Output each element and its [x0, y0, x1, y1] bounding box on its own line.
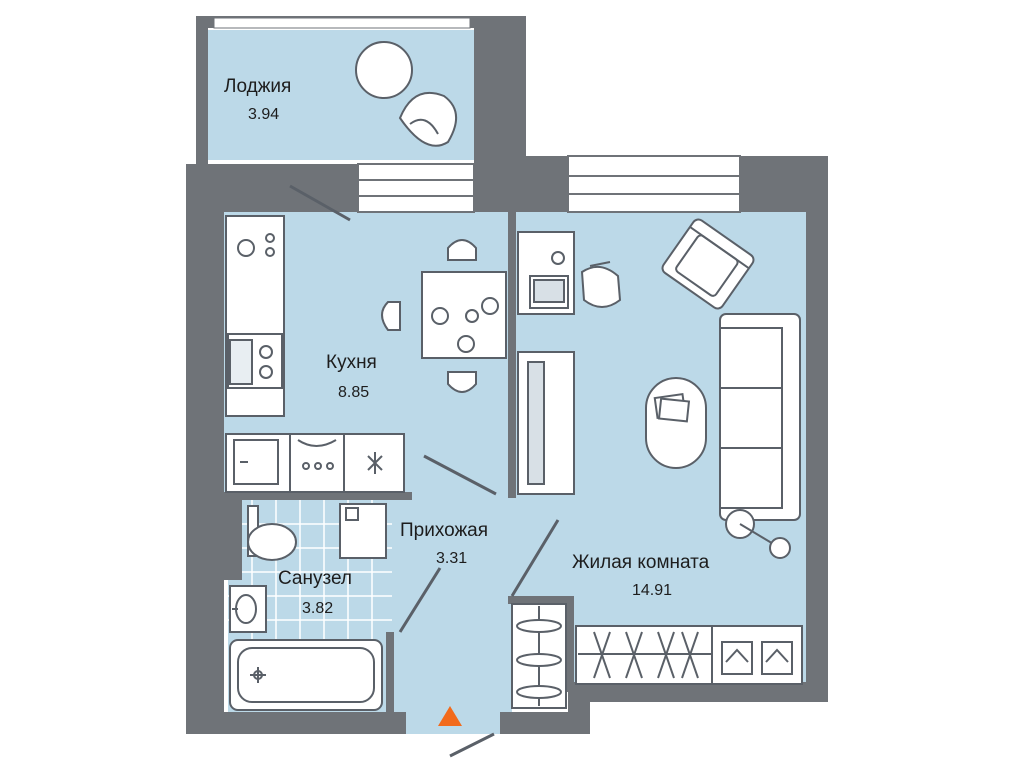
loggia-chair-icon	[398, 91, 457, 147]
wall-kitchen-living	[508, 212, 516, 498]
dishwasher-icon	[289, 434, 337, 492]
kitchen-sink-icon	[233, 439, 279, 485]
wall-bath-right	[386, 632, 394, 712]
wall-hall-closet-right	[566, 596, 574, 692]
room-label-living: Жилая комната	[572, 552, 710, 573]
entrance-arrow-icon	[438, 706, 462, 726]
wall-bath-inner	[224, 500, 242, 580]
outer-wall-bottom-hall	[500, 712, 590, 734]
room-label-hallway: Прихожая	[400, 520, 489, 541]
outer-wall-top-left	[186, 164, 358, 212]
room-label-bathroom: Санузел	[278, 568, 353, 589]
chair-icon	[381, 239, 477, 393]
storage-box-icon	[721, 641, 793, 675]
fridge-icon	[343, 434, 383, 492]
laptop-icon	[529, 275, 569, 309]
outer-wall-bottom-right	[568, 682, 828, 702]
sofa-icon	[719, 313, 801, 521]
tv-icon	[517, 351, 575, 495]
bathroom-sink-icon	[229, 585, 267, 633]
wall-hall-closet-top	[508, 596, 574, 604]
outer-wall-right	[806, 156, 828, 702]
room-area-kitchen: 8.85	[338, 384, 370, 401]
coffee-table-icon	[645, 377, 707, 469]
loggia-wall-left	[196, 16, 208, 164]
hallway-hangers-icon	[516, 606, 562, 706]
room-area-hallway: 3.31	[436, 550, 468, 567]
sink-icon	[237, 233, 275, 257]
loggia-wall-right	[474, 16, 526, 212]
stove-icon	[227, 333, 283, 389]
hangers-icon	[578, 626, 713, 684]
loggia-table-icon	[355, 41, 413, 99]
magazine-icon	[653, 393, 691, 423]
armchair-icon	[661, 218, 755, 310]
room-area-living: 14.91	[632, 582, 673, 599]
office-chair-icon	[580, 261, 622, 308]
outer-wall-top-mid	[526, 156, 568, 212]
washing-machine-icon	[339, 503, 387, 559]
wall-kitchen-hall	[224, 492, 412, 500]
outer-wall-left	[186, 164, 224, 734]
floor-lamp-icon	[725, 509, 791, 559]
windows	[213, 17, 741, 213]
doors	[289, 184, 560, 758]
room-label-loggia: Лоджия	[224, 76, 292, 97]
bathtub-icon	[229, 639, 383, 711]
outer-wall-bottom-left	[186, 712, 406, 734]
room-area-bathroom: 3.82	[302, 600, 334, 617]
room-area-loggia: 3.94	[248, 106, 280, 123]
room-label-kitchen: Кухня	[326, 352, 377, 373]
toilet-icon	[247, 505, 297, 561]
